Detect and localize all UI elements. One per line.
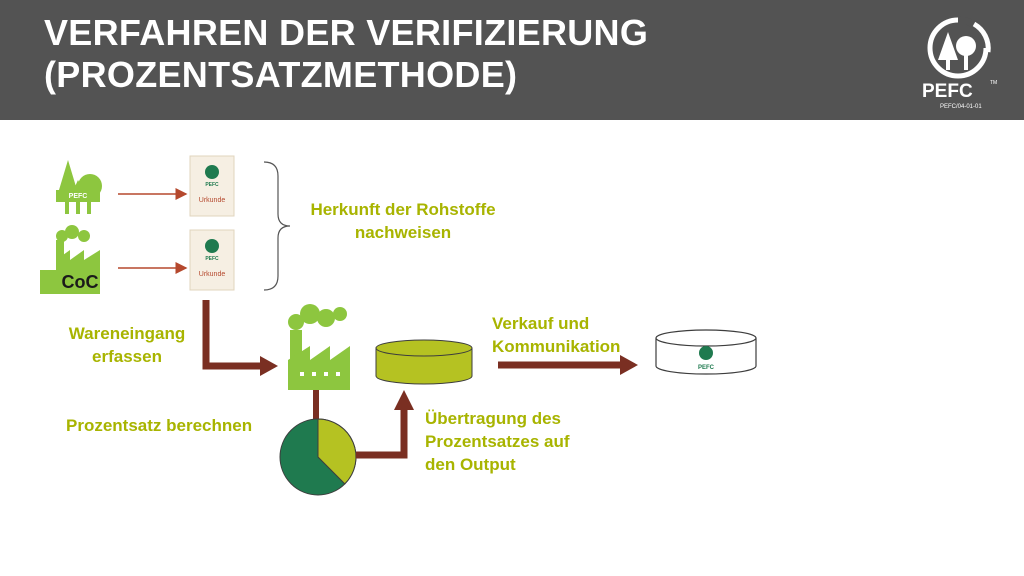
certificate-label: Urkunde	[199, 271, 226, 278]
svg-text:PEFC: PEFC	[205, 256, 219, 262]
arrow-sale	[498, 355, 638, 375]
header-bar: VERFAHREN DER VERIFIZIERUNG (PROZENTSATZ…	[0, 0, 1024, 120]
round-tree-icon	[956, 36, 976, 56]
arrow-intake	[202, 300, 278, 376]
pefc-seal-icon	[699, 346, 713, 360]
connector-factory-pie	[313, 390, 319, 420]
intake-label: Wareneingang erfassen	[68, 324, 186, 366]
coc-label: CoC	[62, 272, 99, 292]
logo-code: PEFC/04-01-01	[940, 104, 982, 110]
tree-icon	[938, 32, 958, 60]
certificate-document-1: PEFC Urkunde	[189, 155, 235, 217]
percentage-label: Prozentsatz berechnen	[66, 416, 253, 435]
processing-factory-icon	[288, 304, 350, 390]
arrow-transfer	[356, 390, 414, 459]
title-line-2: (PROZENTSATZMETHODE)	[44, 54, 518, 95]
pie-slice-certified	[317, 418, 357, 485]
origin-label: Herkunft der Rohstoffe nachweisen	[310, 200, 496, 242]
coc-factory-icon: CoC	[40, 225, 100, 294]
pefc-logo: PEFC TM PEFC/04-01-01	[922, 16, 997, 110]
certificate-label: Urkunde	[199, 197, 226, 204]
title-line-1: VERFAHREN DER VERIFIZIERUNG	[44, 12, 649, 53]
output-logo: PEFC	[698, 365, 715, 371]
pefc-seal-icon	[205, 239, 219, 253]
svg-text:PEFC: PEFC	[205, 182, 219, 188]
logo-text: PEFC	[922, 81, 973, 102]
certificate-document-2: PEFC Urkunde	[189, 229, 235, 291]
pefc-seal-icon	[205, 165, 219, 179]
grouping-brace	[263, 161, 291, 291]
page-title: VERFAHREN DER VERIFIZIERUNG (PROZENTSATZ…	[44, 12, 648, 96]
forest-badge: PEFC	[69, 193, 88, 200]
logo-tm: TM	[990, 80, 997, 86]
percentage-pie-chart	[279, 418, 357, 496]
labeled-product-cylinder: PEFC	[655, 329, 757, 375]
output-product-cylinder	[375, 339, 473, 385]
transfer-label: Übertragung des Prozentsatzes auf den Ou…	[425, 409, 570, 474]
forest-icon: PEFC	[56, 160, 102, 214]
sale-label: Verkauf und Kommunikation	[492, 314, 621, 356]
